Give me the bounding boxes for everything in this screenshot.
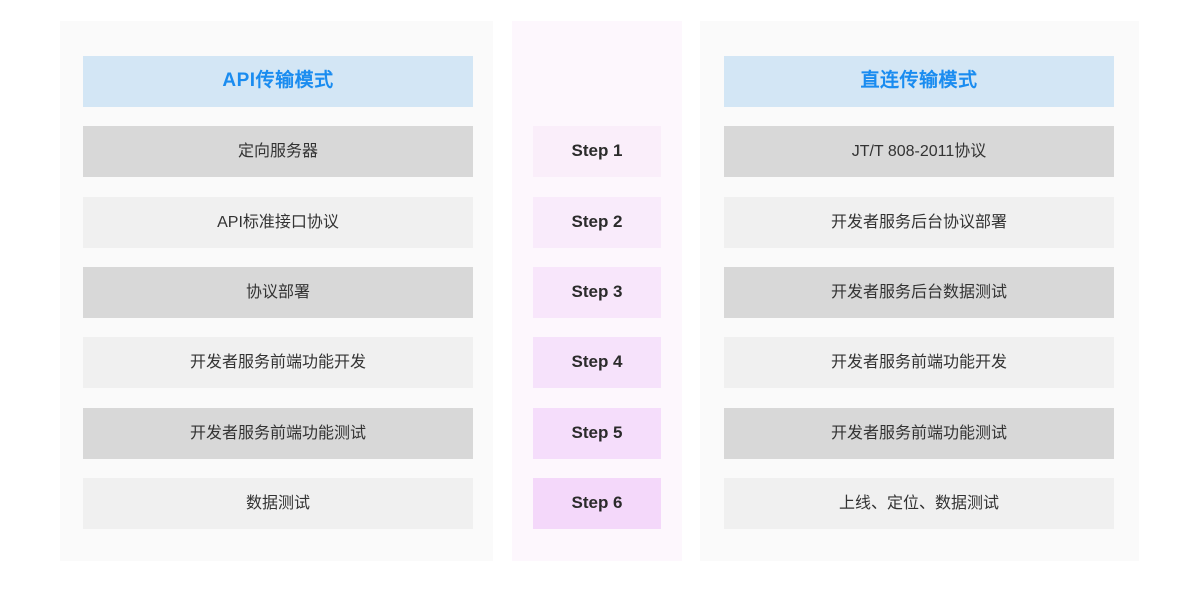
right-column-header: 直连传输模式	[724, 56, 1114, 107]
right-row-1[interactable]: JT/T 808-2011协议	[724, 126, 1114, 177]
left-row-5[interactable]: 开发者服务前端功能测试	[83, 408, 473, 459]
left-row-4[interactable]: 开发者服务前端功能开发	[83, 337, 473, 388]
left-row-3[interactable]: 协议部署	[83, 267, 473, 318]
step-2[interactable]: Step 2	[533, 197, 661, 248]
right-row-3[interactable]: 开发者服务后台数据测试	[724, 267, 1114, 318]
step-3[interactable]: Step 3	[533, 267, 661, 318]
right-row-2[interactable]: 开发者服务后台协议部署	[724, 197, 1114, 248]
step-6[interactable]: Step 6	[533, 478, 661, 529]
left-row-2[interactable]: API标准接口协议	[83, 197, 473, 248]
left-row-1[interactable]: 定向服务器	[83, 126, 473, 177]
step-5[interactable]: Step 5	[533, 408, 661, 459]
right-row-4[interactable]: 开发者服务前端功能开发	[724, 337, 1114, 388]
left-row-6[interactable]: 数据测试	[83, 478, 473, 529]
left-column-header: API传输模式	[83, 56, 473, 107]
step-4[interactable]: Step 4	[533, 337, 661, 388]
step-1[interactable]: Step 1	[533, 126, 661, 177]
right-row-5[interactable]: 开发者服务前端功能测试	[724, 408, 1114, 459]
right-row-6[interactable]: 上线、定位、数据测试	[724, 478, 1114, 529]
